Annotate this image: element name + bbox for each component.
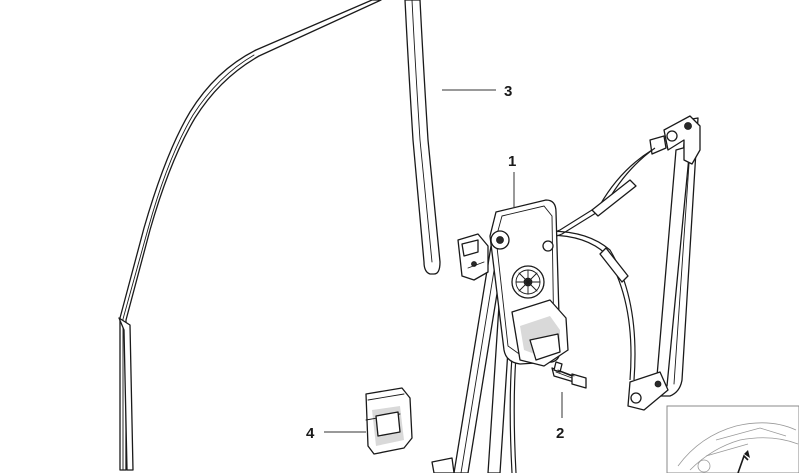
door-frame-seal <box>118 0 382 471</box>
clip-part-4 <box>365 387 413 455</box>
callout-3: 3 <box>504 83 512 100</box>
lower-fastener <box>431 457 455 473</box>
window-regulator-part-1 <box>453 115 701 473</box>
callout-1: 1 <box>508 153 516 170</box>
vehicle-location-thumbnail <box>666 405 799 473</box>
window-guide-rail-part-3 <box>404 0 441 275</box>
bolt-part-2 <box>551 361 587 389</box>
callout-2: 2 <box>556 425 564 442</box>
callout-4: 4 <box>306 425 315 442</box>
